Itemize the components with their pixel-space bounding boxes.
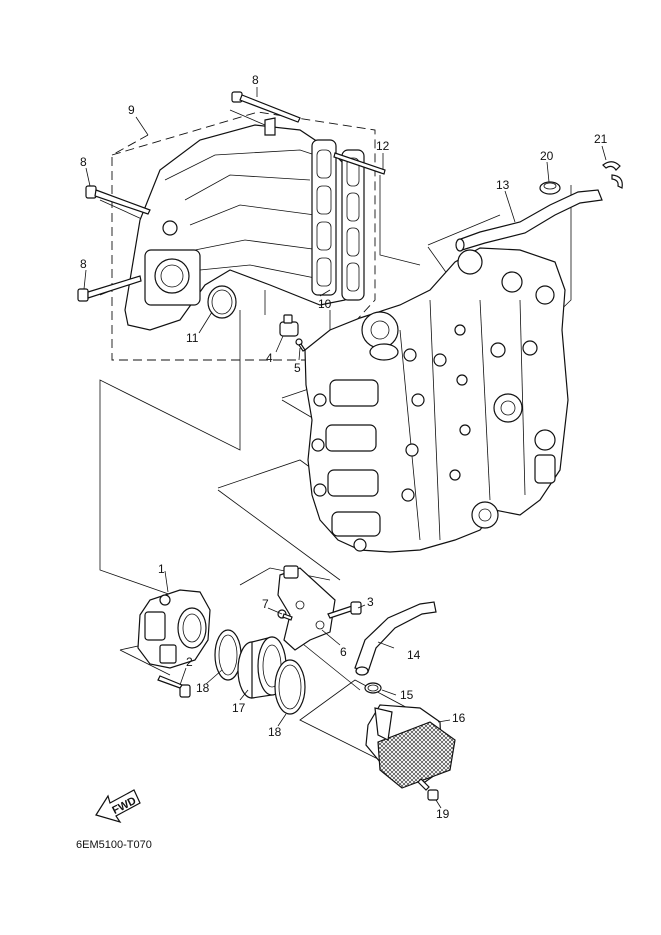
assembly-dashed-outlines — [111, 111, 376, 361]
clip-15 — [364, 682, 382, 694]
stud-12 — [333, 152, 386, 175]
callout-13: 13 — [496, 178, 510, 192]
callout-numbers: 8 9 8 8 10 12 13 20 21 11 4 5 1 7 3 6 14… — [80, 73, 608, 821]
callout-4: 4 — [266, 351, 273, 365]
o-ring-18-right — [274, 659, 306, 715]
engine-block — [304, 247, 569, 553]
bolt-2 — [157, 675, 191, 698]
callout-9: 9 — [128, 103, 135, 117]
callout-21: 21 — [594, 132, 608, 146]
callout-11: 11 — [186, 331, 199, 345]
intake-manifold — [124, 117, 351, 331]
callout-3: 3 — [367, 595, 374, 609]
silencer-16 — [365, 704, 456, 789]
bolt-8-top — [231, 91, 301, 123]
bolt-8-lower — [77, 275, 142, 302]
hose-13 — [455, 189, 603, 252]
callout-20: 20 — [540, 149, 554, 163]
throttle-body-1 — [137, 589, 211, 669]
callout-18-left: 18 — [196, 681, 210, 695]
callout-5: 5 — [294, 361, 301, 375]
callout-19: 19 — [436, 807, 450, 821]
callout-8-top: 8 — [252, 73, 259, 87]
manifold-gasket — [341, 149, 365, 301]
screw-5 — [295, 338, 306, 352]
diagram-reference-code: 6EM5100-T070 — [76, 839, 152, 851]
callout-2: 2 — [186, 655, 193, 669]
callout-1: 1 — [158, 562, 165, 576]
callout-12: 12 — [376, 139, 390, 153]
callout-17: 17 — [232, 701, 246, 715]
callout-14: 14 — [407, 648, 421, 662]
bracket-6 — [277, 565, 336, 651]
callout-15: 15 — [400, 688, 414, 702]
callout-16: 16 — [452, 711, 466, 725]
bolt-8-middle — [85, 185, 151, 215]
callout-8-middle: 8 — [80, 155, 87, 169]
fwd-arrow-icon: FWD — [95, 789, 141, 824]
callout-6: 6 — [340, 645, 347, 659]
callout-18-right: 18 — [268, 725, 282, 739]
clamp-20 — [539, 181, 561, 195]
callout-7: 7 — [262, 597, 269, 611]
callout-10: 10 — [318, 297, 332, 311]
bolt-3 — [327, 601, 362, 619]
hose-14 — [354, 601, 437, 676]
callout-8-lower: 8 — [80, 257, 87, 271]
sensor-4 — [279, 314, 299, 337]
fwd-label: FWD — [110, 795, 138, 817]
clip-21 — [602, 161, 623, 189]
bolt-19 — [417, 778, 439, 801]
o-ring-11 — [207, 285, 237, 319]
callout-leaders — [83, 87, 607, 809]
